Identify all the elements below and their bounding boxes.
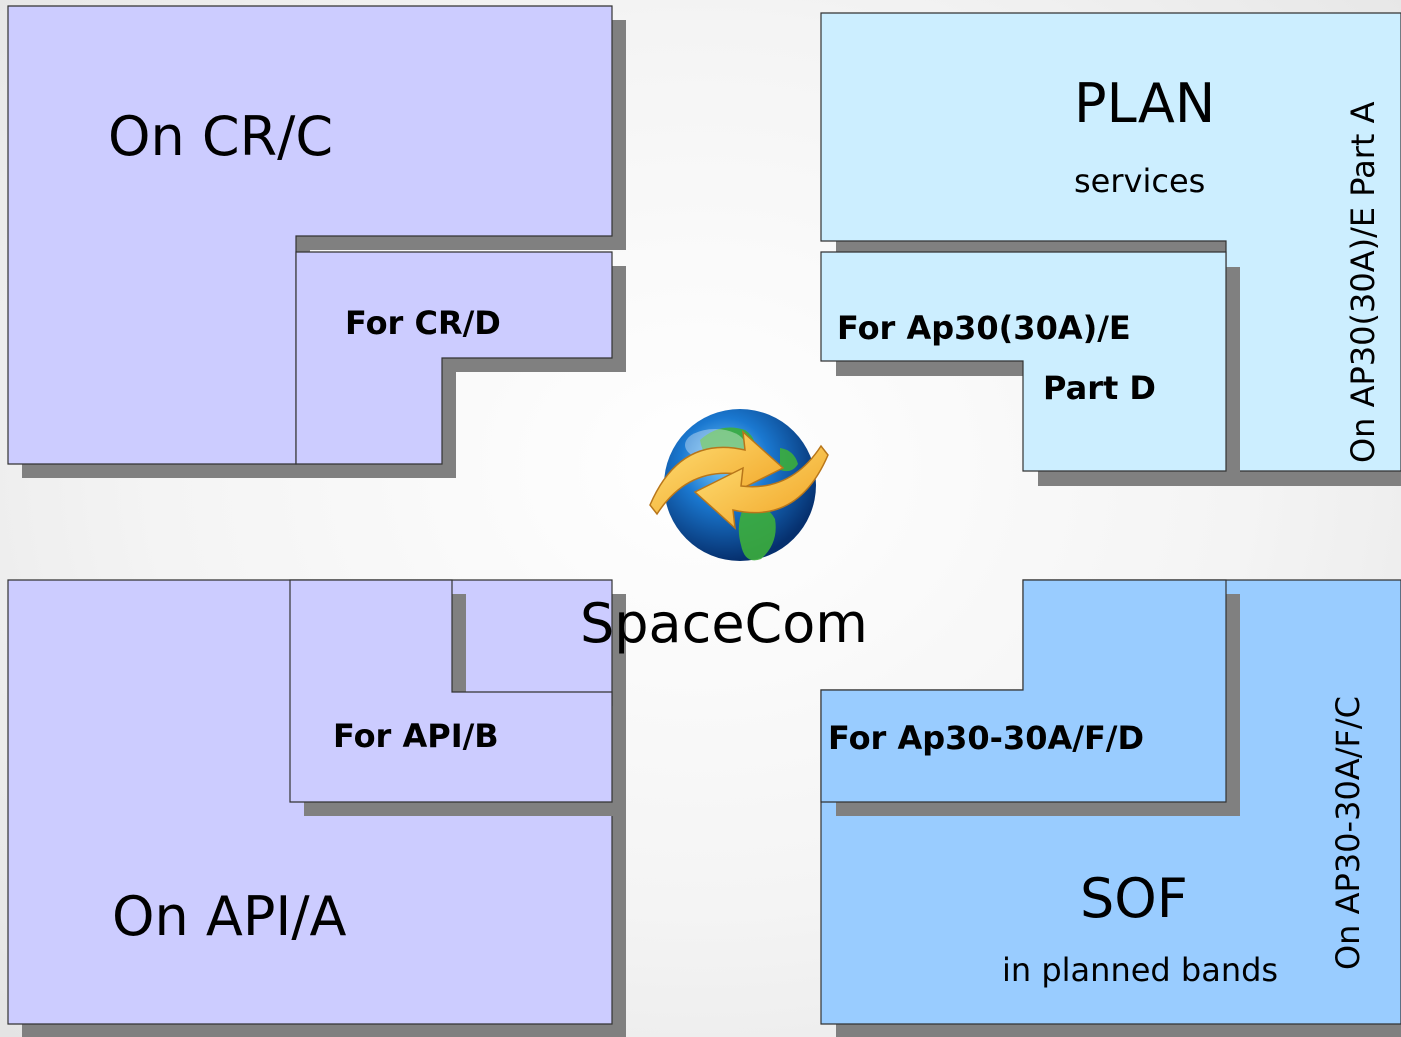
shape-for-api-b (289, 579, 626, 816)
label-for-cr-d: For CR/D (345, 304, 501, 342)
shape-for-cr-d (295, 251, 626, 478)
globe-exchange-icon (649, 409, 829, 561)
label-for-ap30-e: For Ap30(30A)/E (837, 309, 1131, 347)
label-for-ap30-f-d: For Ap30-30A/F/D (828, 719, 1145, 757)
shape-for-ap30-e-part-d (820, 251, 1240, 486)
shape-for-ap30-f-d (820, 579, 1240, 816)
label-plan: PLAN (1074, 72, 1216, 135)
shape-on-cr-c (7, 5, 626, 478)
label-on-cr-c: On CR/C (108, 105, 334, 168)
label-in-planned-bands: in planned bands (1002, 951, 1279, 989)
label-part-d: Part D (1043, 369, 1156, 407)
label-on-api-a: On API/A (112, 885, 347, 948)
label-spacecom: SpaceCom (580, 592, 868, 655)
label-services: services (1074, 162, 1206, 200)
label-on-ap30-f-c: On AP30-30A/F/C (1329, 695, 1367, 970)
label-on-ap30-e-part-a: On AP30(30A)/E Part A (1344, 101, 1382, 463)
label-for-api-b: For API/B (333, 717, 499, 755)
label-sof: SOF (1080, 867, 1188, 930)
